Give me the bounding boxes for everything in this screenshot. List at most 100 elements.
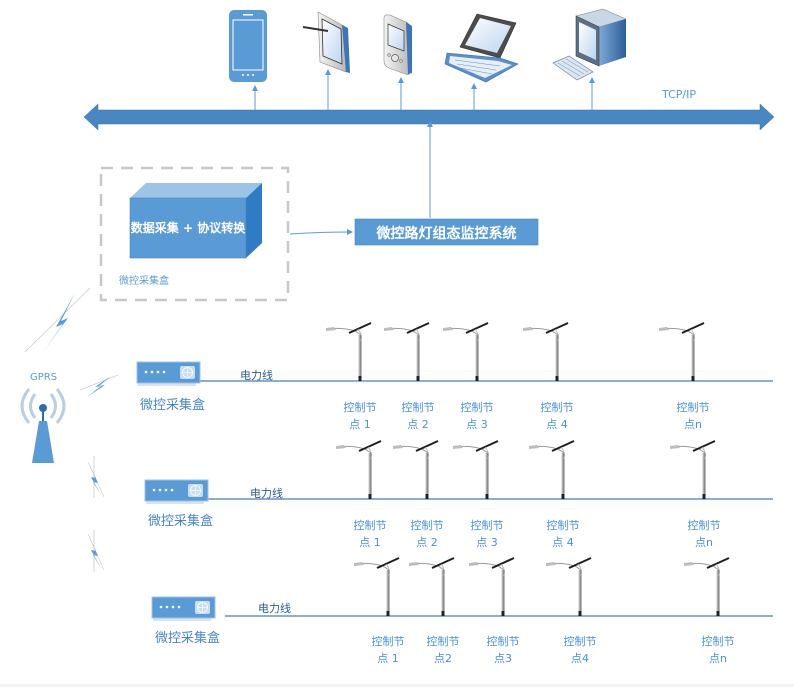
control-node-label: 控制节点 4: [533, 517, 593, 551]
branch-graphics: [136, 322, 773, 621]
control-node-label: 控制节点3: [473, 633, 533, 667]
container-to-system-arrow: [289, 229, 353, 236]
control-node-label: 控制节点 1: [358, 633, 418, 667]
street-lamp-icon: [443, 322, 489, 381]
control-node-label-line2: 点 4: [552, 536, 574, 549]
solar-panel: [415, 440, 439, 452]
solar-panel: [465, 322, 489, 334]
control-node-label: 控制节点n: [688, 633, 748, 667]
control-node-label: 控制节点 2: [388, 399, 448, 433]
street-lamp-icon: [670, 440, 716, 499]
solar-panel: [358, 440, 382, 452]
street-lamp-icon: [529, 440, 575, 499]
solar-panel: [681, 322, 705, 334]
control-node-label-line2: 点 1: [377, 652, 399, 665]
control-node-label: 控制节点 3: [447, 399, 507, 433]
smartphone-icon: [229, 10, 267, 82]
street-lamp-icon: [326, 322, 372, 381]
street-lamp-icon: [523, 322, 569, 381]
branch-3-graphics: [151, 557, 773, 621]
control-node-label-line2: 点 1: [359, 536, 381, 549]
street-lamp-icon: [546, 557, 592, 616]
power-line-label: 电力线: [250, 487, 283, 500]
tablet-stylus-icon: [302, 11, 350, 73]
solar-panel: [692, 440, 716, 452]
solar-panel: [491, 557, 515, 569]
branch-1-graphics: [136, 322, 773, 386]
street-lamp-icon: [659, 322, 705, 381]
control-node-label: 控制节点 2: [397, 517, 457, 551]
street-lamp-icon: [393, 440, 439, 499]
control-node-label: 控制节点 4: [527, 399, 587, 433]
control-node-label: 控制节点n: [674, 517, 734, 551]
control-node-label: 控制节点2: [413, 633, 473, 667]
gprs-label: GPRS: [30, 372, 58, 383]
wireless-links: [24, 287, 119, 572]
gprs-tower-icon: [20, 388, 66, 463]
solar-panel: [431, 557, 455, 569]
control-node-label-line1: 控制节: [486, 635, 520, 648]
pda-icon: [383, 14, 412, 75]
data-collection-label: 数据采集 + 协议转换: [130, 221, 246, 235]
control-node-label-line2: 点n: [695, 536, 713, 549]
collector-box-label: 微控采集盒: [140, 398, 206, 413]
control-node-label: 控制节点 1: [340, 517, 400, 551]
monitoring-system-label: 微控路灯组态监控系统: [376, 226, 517, 242]
lightning-bolt-icon: [87, 530, 105, 572]
control-node-label-line2: 点 3: [476, 536, 498, 549]
street-lamp-icon: [453, 440, 499, 499]
street-lamp-icon: [684, 557, 730, 616]
control-node-label-line2: 点 4: [546, 418, 568, 431]
control-node-label-line1: 控制节: [701, 635, 735, 648]
branch-2-graphics: [144, 440, 773, 504]
control-node-label: 控制节点 3: [457, 517, 517, 551]
control-node-label-line1: 控制节: [676, 401, 710, 414]
collector-container-dashed: [99, 166, 290, 302]
collector-device-icon: [136, 361, 201, 386]
street-lamp-icon: [384, 322, 430, 381]
solar-panel: [551, 440, 575, 452]
control-node-label-line1: 控制节: [426, 635, 460, 648]
monitoring-system-box: [354, 218, 539, 246]
control-node-label-line2: 点3: [494, 652, 512, 665]
bottom-divider: [0, 684, 794, 687]
collector-device-icon: [151, 596, 216, 621]
control-node-label-line2: 点2: [434, 652, 452, 665]
control-node-label-line1: 控制节: [401, 401, 435, 414]
solar-panel: [376, 557, 400, 569]
solar-panel: [475, 440, 499, 452]
street-lamp-icon: [409, 557, 455, 616]
collector-container-label: 微控采集盒: [119, 276, 169, 287]
control-node-label-line2: 点 2: [416, 536, 438, 549]
control-node-label-line2: 点 1: [349, 418, 371, 431]
laptop-icon: [444, 13, 519, 83]
control-node-label: 控制节点n: [663, 399, 723, 433]
solar-panel: [568, 557, 592, 569]
street-lamp-icon: [469, 557, 515, 616]
control-node-label-line1: 控制节: [546, 519, 580, 532]
control-node-label-line1: 控制节: [687, 519, 721, 532]
tcp-ip-bus: [83, 103, 775, 131]
control-node-label-line2: 点 2: [407, 418, 429, 431]
control-node-label-line1: 控制节: [540, 401, 574, 414]
street-lamp-icon: [336, 440, 382, 499]
control-node-label-line1: 控制节: [470, 519, 504, 532]
power-line-label: 电力线: [258, 602, 291, 615]
control-node-label-line2: 点n: [709, 652, 727, 665]
solar-panel: [348, 322, 372, 334]
bus-double-arrow: [83, 103, 775, 131]
control-node-label-line2: 点n: [684, 418, 702, 431]
client-connectors: [252, 69, 595, 110]
data-collection-3d-box: [129, 183, 262, 259]
control-node-label-line1: 控制节: [563, 635, 597, 648]
collector-box-label: 微控采集盒: [155, 631, 221, 646]
control-node-label: 控制节点 1: [330, 399, 390, 433]
control-node-label-line1: 控制节: [353, 519, 387, 532]
solar-panel: [545, 322, 569, 334]
control-node-label-line1: 控制节: [343, 401, 377, 414]
solar-panel: [406, 322, 430, 334]
collector-device-icon: [144, 479, 209, 504]
lightning-bolt-icon: [87, 456, 105, 498]
